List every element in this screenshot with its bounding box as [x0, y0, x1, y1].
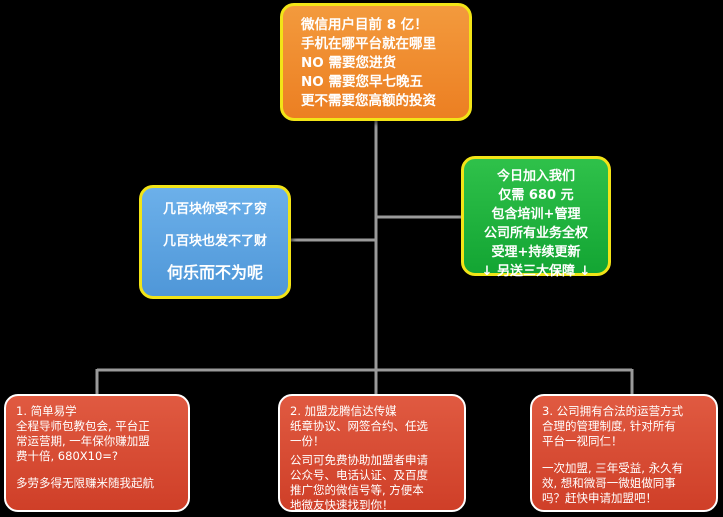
headline-line: 手机在哪平台就在哪里	[301, 36, 436, 52]
headline-box: 微信用户目前 8 亿！ 手机在哪平台就在哪里 NO 需要您进货 NO 需要您早七…	[280, 3, 472, 121]
slogan-line-3: 何乐而不为呢	[166, 263, 263, 282]
slogan-line-1: 几百块你受不了穷	[162, 202, 267, 217]
benefit-line: 常运营期, 一年保你赚加盟	[16, 434, 150, 448]
offer-box: 今日加入我们 仅需 680 元 包含培训+管理 公司所有业务全权 受理+持续更新…	[461, 156, 611, 279]
benefit-line: 合理的管理制度, 针对所有	[542, 419, 676, 433]
benefit-line: 3. 公司拥有合法的运营方式	[542, 404, 684, 418]
offer-line: 今日加入我们	[496, 169, 575, 184]
spacer	[542, 449, 708, 461]
offer-line: ↓ 另送三大保障 ↓	[481, 264, 591, 279]
headline-line: NO 需要您进货	[301, 55, 396, 71]
offer-line: 包含培训+管理	[491, 207, 581, 222]
benefit-line: 推广您的微信号等, 方便本	[290, 483, 424, 497]
benefit-line: 公司可免费协助加盟者申请	[290, 453, 428, 467]
headline-line: 微信用户目前 8 亿！	[301, 17, 428, 33]
benefit-line: 效, 想和微哥一微姐做同事	[542, 476, 676, 490]
benefit-line: 费十倍, 680X10=?	[16, 449, 119, 463]
benefit-line: 纸章协议、网签合约、任选	[290, 419, 428, 433]
offer-line: 受理+持续更新	[491, 245, 581, 260]
slogan-line-2: 几百块也发不了财	[162, 234, 267, 249]
benefit-box-3: 3. 公司拥有合法的运营方式 合理的管理制度, 针对所有 平台一视同仁！ 一次加…	[530, 394, 718, 512]
benefit-line: 1. 简单易学	[16, 404, 77, 418]
spacer	[16, 464, 180, 476]
benefit-line: 全程导师包教包会, 平台正	[16, 419, 150, 433]
benefit-line: 地微友快速找到你！	[290, 498, 394, 512]
benefit-line: 一份！	[290, 434, 325, 448]
benefit-line: 平台一视同仁！	[542, 434, 623, 448]
offer-line: 公司所有业务全权	[483, 226, 588, 241]
benefit-line: 吗？赶快申请加盟吧！	[542, 491, 657, 505]
benefit-line: 多劳多得无限赚米随我起航	[16, 476, 154, 490]
benefit-box-1: 1. 简单易学 全程导师包教包会, 平台正 常运营期, 一年保你赚加盟 费十倍,…	[4, 394, 190, 512]
benefit-line: 2. 加盟龙腾信达传媒	[290, 404, 397, 418]
slogan-box: 几百块你受不了穷 几百块也发不了财 何乐而不为呢	[139, 185, 291, 299]
benefit-line: 公众号、电话认证、及百度	[290, 468, 428, 482]
benefit-box-2: 2. 加盟龙腾信达传媒 纸章协议、网签合约、任选 一份！ 公司可免费协助加盟者申…	[278, 394, 466, 512]
headline-line: NO 需要您早七晚五	[301, 74, 423, 90]
offer-line: 仅需 680 元	[498, 188, 574, 203]
headline-line: 更不需要您高额的投资	[301, 93, 436, 109]
benefit-line: 一次加盟, 三年受益, 永久有	[542, 461, 684, 475]
